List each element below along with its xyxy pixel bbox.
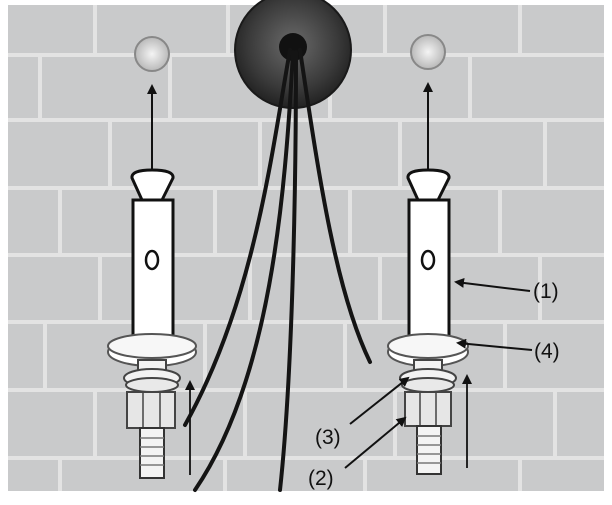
left-washer — [107, 333, 197, 367]
callout-leaders — [344, 278, 533, 469]
leader-3 — [349, 376, 410, 425]
brick-grout-lines — [8, 5, 604, 491]
leader-2 — [344, 416, 407, 469]
callout-label-1: (1) — [533, 280, 559, 303]
left-anchor-assembly — [107, 36, 197, 479]
callout-label-4: (4) — [534, 340, 560, 363]
leader-1 — [454, 278, 531, 292]
right-hex-nut — [404, 391, 452, 427]
callout-label-3: (3) — [315, 426, 341, 449]
right-anchor-assembly — [387, 34, 472, 475]
left-lock-washer — [123, 368, 181, 393]
right-threaded-stud — [416, 425, 442, 475]
left-threaded-stud — [139, 427, 165, 479]
right-washer — [387, 333, 469, 367]
left-hex-nut — [126, 391, 176, 429]
leader-4 — [456, 338, 533, 351]
cable-bundle — [183, 48, 372, 492]
left-wall-hole — [134, 36, 170, 72]
right-wall-hole — [410, 34, 446, 70]
callout-label-2: (2) — [308, 467, 334, 490]
right-lock-washer — [399, 368, 457, 393]
